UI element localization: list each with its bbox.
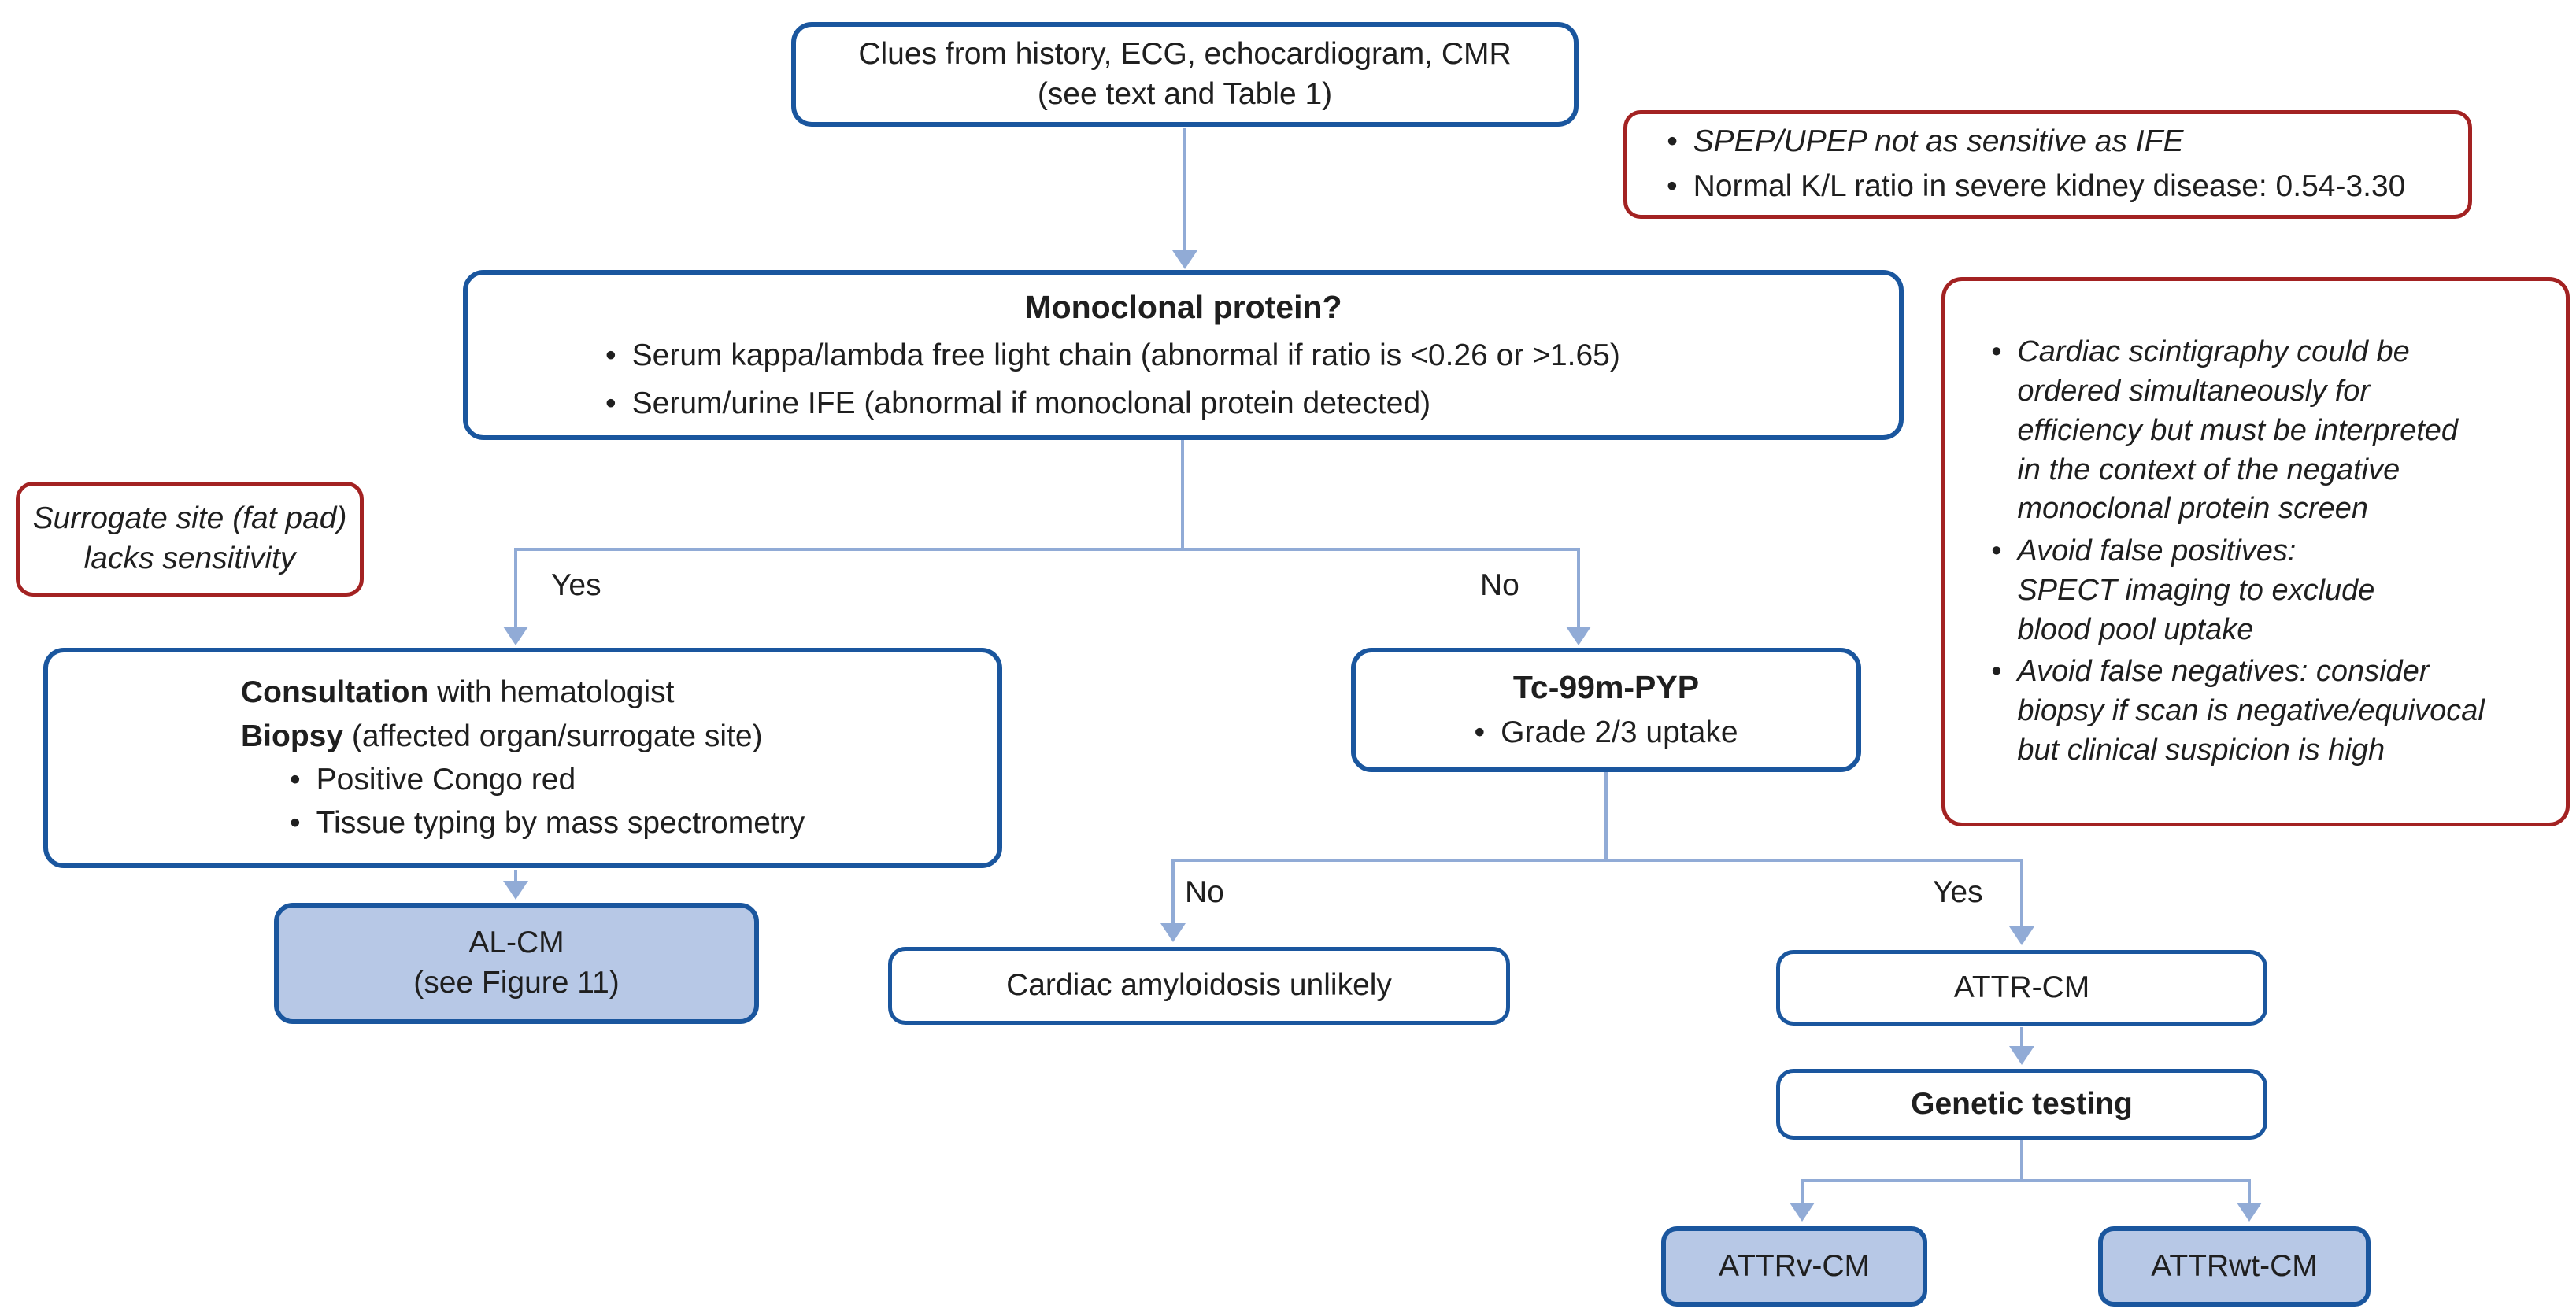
arrowhead-into-genetic (2009, 1046, 2034, 1065)
arrowhead-into-attrwt (2237, 1203, 2262, 1222)
attrwt-cm-text: ATTRwt-CM (2151, 1248, 2318, 1283)
bullet-marker: • (1991, 335, 2002, 369)
cardiac-unlikely-box: Cardiac amyloidosis unlikely (888, 947, 1510, 1025)
tc99m-pyp-bullet: • Grade 2/3 uptake (1474, 713, 1738, 753)
arrowhead-into-attrv (1790, 1203, 1815, 1222)
arrowhead-into-unlikely (1160, 923, 1186, 942)
connector-pyp-yes-drop (2020, 859, 2023, 926)
attr-cm-box: ATTR-CM (1776, 950, 2267, 1026)
branch-label-monoclonal-yes: Yes (551, 568, 601, 602)
scintigraphy-bullet-1-text: Cardiac scintigraphy could be ordered si… (2017, 335, 2459, 526)
bullet-marker: • (1667, 169, 1678, 203)
arrowhead-into-monoclonal (1172, 250, 1197, 269)
bullet-marker: • (1474, 715, 1486, 750)
connector-attr-to-genetic (2020, 1027, 2023, 1048)
scintigraphy-bullet-2: • Avoid false positives: SPECT imaging t… (1991, 532, 2542, 649)
al-cm-text: AL-CM (see Figure 11) (413, 926, 620, 1000)
connector-yes-drop (514, 548, 517, 627)
attrv-cm-box: ATTRv-CM (1661, 1226, 1927, 1307)
clues-box: Clues from history, ECG, echocardiogram,… (791, 22, 1579, 127)
bullet-marker: • (1991, 534, 2002, 568)
bullet-marker: • (605, 386, 616, 420)
consultation-bullet-2: • Tissue typing by mass spectrometry (241, 801, 997, 845)
monoclonal-bullet-1: • Serum kappa/lambda free light chain (a… (468, 336, 1899, 376)
monoclonal-title: Monoclonal protein? (1024, 288, 1342, 325)
spep-note-bullet-1-text: SPEP/UPEP not as sensitive as IFE (1693, 124, 2184, 159)
surrogate-note: Surrogate site (fat pad) lacks sensitivi… (16, 482, 364, 597)
clues-line-1: Clues from history, ECG, echocardiogram,… (858, 36, 1512, 71)
bullet-marker: • (290, 806, 301, 841)
branch-label-monoclonal-no: No (1480, 568, 1519, 602)
scintigraphy-bullet-2-text: Avoid false positives: SPECT imaging to … (2017, 534, 2375, 646)
consultation-line-1-rest: with hematologist (428, 675, 675, 710)
genetic-testing-box: Genetic testing (1776, 1069, 2267, 1140)
connector-genetic-stem (2020, 1140, 2023, 1181)
consultation-line-2-rest: (affected organ/surrogate site) (343, 719, 763, 753)
consultation-line-1: Consultation with hematologist (241, 671, 997, 714)
attrwt-cm-box: ATTRwt-CM (2098, 1226, 2371, 1307)
consultation-box: Consultation with hematologist Biopsy (a… (43, 648, 1002, 868)
connector-consultation-to-alcm (514, 870, 517, 882)
scintigraphy-bullet-3: • Avoid false negatives: consider biopsy… (1991, 652, 2542, 770)
arrowhead-into-consultation (503, 627, 528, 645)
connector-genetic-branch (1801, 1179, 2251, 1182)
branch-label-pyp-no: No (1185, 875, 1224, 909)
bullet-marker: • (1667, 124, 1678, 159)
scintigraphy-note: • Cardiac scintigraphy could be ordered … (1941, 277, 2570, 826)
spep-note-bullet-2: • Normal K/L ratio in severe kidney dise… (1667, 167, 2468, 207)
monoclonal-bullet-1-text: Serum kappa/lambda free light chain (abn… (631, 338, 1620, 372)
arrowhead-into-alcm (503, 881, 528, 900)
tc99m-pyp-bullet-text: Grade 2/3 uptake (1501, 715, 1738, 750)
tc99m-pyp-title: Tc-99m-PYP (1512, 669, 1700, 705)
surrogate-note-text: Surrogate site (fat pad) lacks sensitivi… (32, 501, 347, 575)
connector-no-drop (1577, 548, 1580, 627)
monoclonal-box: Monoclonal protein? • Serum kappa/lambda… (463, 270, 1904, 440)
monoclonal-bullet-2: • Serum/urine IFE (abnormal if monoclona… (468, 384, 1899, 424)
genetic-testing-text: Genetic testing (1911, 1086, 2133, 1121)
connector-monoclonal-stem (1181, 440, 1184, 551)
tc99m-pyp-box: Tc-99m-PYP • Grade 2/3 uptake (1351, 648, 1861, 772)
consultation-line-1-lead: Consultation (241, 675, 429, 710)
attrv-cm-text: ATTRv-CM (1718, 1248, 1871, 1283)
spep-note-bullet-2-text: Normal K/L ratio in severe kidney diseas… (1693, 169, 2406, 203)
consultation-line-2: Biopsy (affected organ/surrogate site) (241, 715, 997, 758)
monoclonal-bullet-2-text: Serum/urine IFE (abnormal if monoclonal … (631, 386, 1431, 420)
consultation-line-2-lead: Biopsy (241, 719, 344, 753)
branch-label-pyp-yes: Yes (1933, 875, 1983, 909)
spep-note: • SPEP/UPEP not as sensitive as IFE • No… (1623, 110, 2472, 219)
scintigraphy-bullet-1: • Cardiac scintigraphy could be ordered … (1991, 333, 2542, 529)
connector-pyp-stem (1604, 772, 1608, 860)
arrowhead-into-tc-pyp (1566, 627, 1591, 645)
connector-clues-to-monoclonal (1183, 128, 1186, 253)
consultation-bullet-1: • Positive Congo red (241, 758, 997, 801)
al-cm-box: AL-CM (see Figure 11) (274, 903, 759, 1024)
connector-attrwt-drop (2248, 1179, 2251, 1204)
arrowhead-into-attr (2009, 926, 2034, 945)
bullet-marker: • (605, 338, 616, 372)
clues-line-2: (see text and Table 1) (1037, 76, 1333, 111)
scintigraphy-bullet-3-text: Avoid false negatives: consider biopsy i… (2017, 655, 2485, 767)
bullet-marker: • (1991, 655, 2002, 689)
consultation-bullet-1-text: Positive Congo red (316, 763, 576, 797)
connector-pyp-no-drop (1171, 859, 1175, 923)
cardiac-unlikely-text: Cardiac amyloidosis unlikely (1006, 968, 1392, 1003)
consultation-bullet-2-text: Tissue typing by mass spectrometry (316, 806, 805, 841)
connector-pyp-branch (1171, 859, 2023, 862)
attr-cm-text: ATTR-CM (1953, 970, 2090, 1004)
spep-note-bullet-1: • SPEP/UPEP not as sensitive as IFE (1667, 122, 2468, 162)
bullet-marker: • (290, 763, 301, 797)
connector-attrv-drop (1801, 1179, 1804, 1204)
connector-monoclonal-branch (514, 548, 1580, 551)
